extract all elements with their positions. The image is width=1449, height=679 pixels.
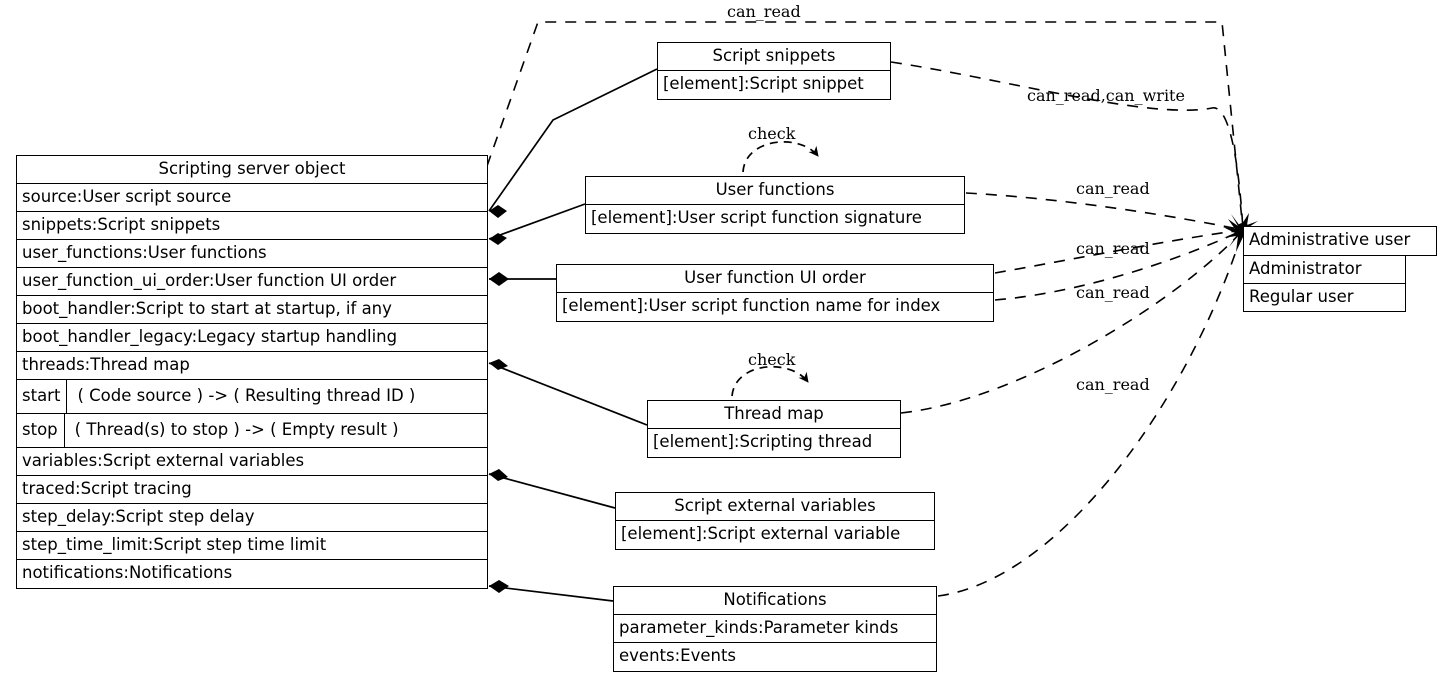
attribute-row: [element]:User script function name for … <box>562 296 941 315</box>
class-script-snippets[interactable]: Script snippets [element]:Script snippet <box>657 42 891 100</box>
attribute-row: [element]:Script snippet <box>663 74 864 93</box>
attribute-row: source:User script source <box>17 184 487 212</box>
operation-signature: ( Code source ) -> ( Resulting thread ID… <box>77 386 416 405</box>
attribute-row: boot_handler:Script to start at startup,… <box>17 296 487 324</box>
class-user-functions[interactable]: User functions [element]:User script fun… <box>585 176 965 234</box>
attribute-row: threads:Thread map <box>17 352 487 380</box>
administrative-user-role-row: Regular user <box>1243 284 1406 312</box>
class-title-user-function-ui-order: User function UI order <box>557 265 993 293</box>
edge-label-can-read-can-write: can_read,can_write <box>1027 86 1185 105</box>
operation-row: stop ( Thread(s) to stop ) -> ( Empty re… <box>17 414 487 448</box>
edge-label-can-read-2: can_read <box>1076 239 1150 258</box>
attribute-row: parameter_kinds:Parameter kinds <box>614 615 936 643</box>
edge-label-can-read-1: can_read <box>1076 179 1150 198</box>
attribute-row: user_function_ui_order:User function UI … <box>17 268 487 296</box>
edge-label-check-thread-map: check <box>748 350 796 369</box>
edge-composition-variables <box>488 469 616 509</box>
class-user-function-ui-order[interactable]: User function UI order [element]:User sc… <box>556 264 994 322</box>
edge-label-check-user-functions: check <box>748 124 796 143</box>
class-scripting-server-object[interactable]: Scripting server object source:User scri… <box>16 155 488 589</box>
attribute-row: boot_handler_legacy:Legacy startup handl… <box>17 324 487 352</box>
edge-composition-ui-order <box>489 272 556 286</box>
edge-permission-user-functions <box>965 192 1244 231</box>
class-administrative-user[interactable]: Administrative user Administrator Regula… <box>1243 226 1437 312</box>
attribute-row: step_time_limit:Script step time limit <box>17 532 487 560</box>
attribute-row: [element]:Scripting thread <box>653 432 873 451</box>
operation-name: stop <box>17 414 65 447</box>
attribute-row: user_functions:User functions <box>17 240 487 268</box>
edge-composition-threads <box>488 359 648 426</box>
class-thread-map[interactable]: Thread map [element]:Scripting thread <box>647 400 901 458</box>
class-title-user-functions: User functions <box>586 177 964 205</box>
edge-check-user-functions <box>742 141 819 173</box>
class-title-thread-map: Thread map <box>648 401 900 429</box>
edge-composition-user-functions <box>488 203 586 245</box>
edge-check-thread-map <box>731 365 809 397</box>
attribute-row: snippets:Script snippets <box>17 212 487 240</box>
attribute-row: [element]:User script function signature <box>591 208 922 227</box>
edge-label-can-read-4: can_read <box>1076 375 1150 394</box>
edge-label-can-read-3: can_read <box>1076 283 1150 302</box>
class-title-scripting-server-object: Scripting server object <box>17 156 487 184</box>
class-title-script-external-variables: Script external variables <box>616 493 934 521</box>
operation-row: start ( Code source ) -> ( Resulting thr… <box>17 380 487 414</box>
attribute-row: [element]:Script external variable <box>621 524 901 543</box>
class-notifications[interactable]: Notifications parameter_kinds:Parameter … <box>613 586 937 672</box>
class-title-administrative-user: Administrative user <box>1249 230 1411 249</box>
administrative-user-role-row: Administrator <box>1243 256 1406 284</box>
operation-name: start <box>17 380 68 413</box>
edge-composition-notifications <box>488 580 614 602</box>
attribute-row: variables:Script external variables <box>17 448 487 476</box>
attribute-row: notifications:Notifications <box>22 563 233 582</box>
class-title-script-snippets: Script snippets <box>658 43 890 71</box>
operation-signature: ( Thread(s) to stop ) -> ( Empty result … <box>74 420 399 439</box>
edge-label-can-read-top: can_read <box>727 2 801 21</box>
attribute-row: events:Events <box>619 646 737 665</box>
attribute-row: step_delay:Script step delay <box>17 504 487 532</box>
class-title-notifications: Notifications <box>614 587 936 615</box>
class-script-external-variables[interactable]: Script external variables [element]:Scri… <box>615 492 935 550</box>
administrative-user-title-box: Administrative user <box>1243 226 1437 256</box>
attribute-row: traced:Script tracing <box>17 476 487 504</box>
